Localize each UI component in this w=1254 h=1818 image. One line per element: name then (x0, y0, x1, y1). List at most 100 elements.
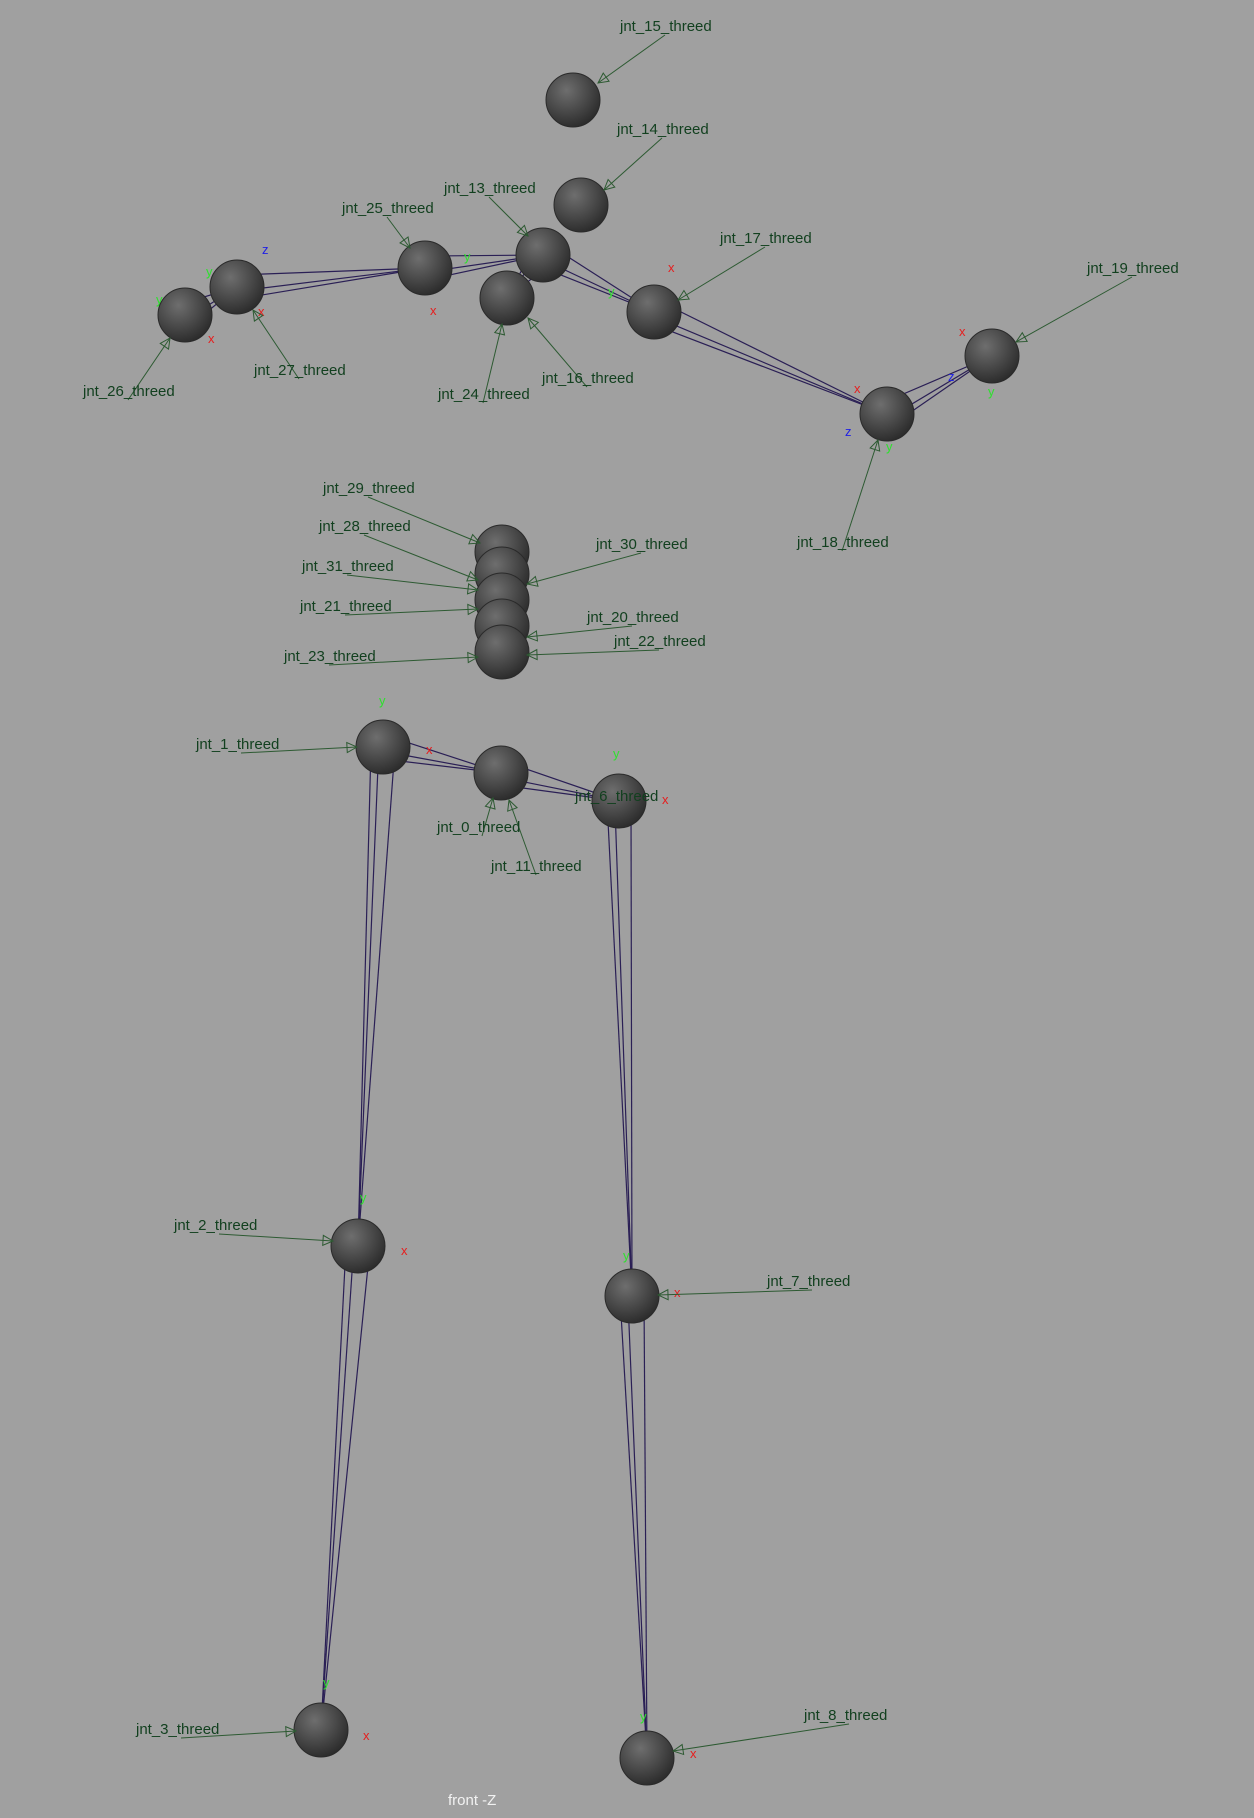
joint-sphere[interactable] (604, 1268, 660, 1324)
leader-arrowhead (484, 796, 496, 810)
leader-arrowhead (671, 1743, 685, 1756)
joint-sphere[interactable] (619, 1730, 675, 1786)
joint-sphere[interactable] (157, 287, 213, 343)
joint-sphere[interactable] (545, 72, 601, 128)
leader-arrowhead (399, 236, 411, 249)
leader-arrowhead (493, 322, 506, 336)
joint-label[interactable]: jnt_8_threed (803, 1707, 887, 1724)
joint-label[interactable]: jnt_24_threed (437, 386, 530, 403)
joint-sphere[interactable] (473, 745, 529, 801)
leader-arrowhead (285, 1725, 298, 1738)
axis-x-label: x (258, 304, 265, 319)
axis-x-label: x (959, 324, 966, 339)
bone (648, 300, 888, 415)
axis-x-label: x (854, 381, 861, 396)
bone (357, 746, 396, 1247)
joint-sphere[interactable] (515, 227, 571, 283)
joint-label[interactable]: jnt_30_threed (595, 536, 688, 553)
joint-sphere[interactable] (355, 719, 411, 775)
leader-line (597, 34, 666, 84)
joint-label[interactable]: jnt_20_threed (586, 609, 679, 626)
leader-line (488, 196, 529, 237)
leader-line (677, 246, 766, 301)
axis-x-label: x (668, 260, 675, 275)
leader-arrowhead (525, 575, 539, 587)
joint-sphere[interactable] (397, 240, 453, 296)
joint-label[interactable]: jnt_26_threed (82, 383, 175, 400)
joint-sphere[interactable] (330, 1218, 386, 1274)
joint-label[interactable]: jnt_11_threed (490, 858, 582, 875)
joint-label[interactable]: jnt_27_threed (253, 362, 346, 379)
leader-line (603, 137, 663, 191)
joint-label[interactable]: jnt_25_threed (341, 200, 434, 217)
joint-label[interactable]: jnt_21_threed (299, 598, 392, 615)
leaders-layer (127, 34, 1133, 1756)
leader-arrowhead (252, 309, 264, 322)
leader-arrowhead (1015, 331, 1028, 343)
leader-line (527, 317, 588, 388)
joint-label[interactable]: jnt_13_threed (443, 180, 536, 197)
leader-arrowhead (159, 337, 171, 350)
joints-layer (157, 72, 1020, 1786)
joint-label[interactable]: jnt_29_threed (322, 480, 415, 497)
leader-line (482, 323, 503, 404)
axis-y-label: y (379, 693, 386, 708)
leader-arrowhead (468, 533, 482, 545)
axis-y-label: y (323, 1675, 330, 1690)
joint-label[interactable]: jnt_3_threed (135, 1721, 219, 1738)
leader-line (508, 799, 537, 876)
axis-x-label: x (674, 1285, 681, 1300)
axis-z-label: z (845, 424, 852, 439)
camera-label: front -Z (448, 1792, 496, 1809)
joint-label[interactable]: jnt_15_threed (619, 18, 712, 35)
joint-label[interactable]: jnt_19_threed (1086, 260, 1179, 277)
leader-arrowhead (525, 630, 539, 642)
joint-label[interactable]: jnt_2_threed (173, 1217, 257, 1234)
joint-label[interactable]: jnt_18_threed (796, 534, 889, 551)
joint-sphere[interactable] (553, 177, 609, 233)
joint-label[interactable]: jnt_31_threed (301, 558, 394, 575)
leader-arrowhead (869, 438, 881, 452)
joint-sphere[interactable] (479, 270, 535, 326)
joint-sphere[interactable] (293, 1702, 349, 1758)
axis-x-label: x (690, 1746, 697, 1761)
leader-line (346, 574, 479, 591)
joint-sphere[interactable] (209, 259, 265, 315)
leader-arrowhead (677, 289, 690, 301)
joint-label[interactable]: jnt_23_threed (283, 648, 376, 665)
joint-label[interactable]: jnt_16_threed (541, 370, 634, 387)
joint-sphere[interactable] (626, 284, 682, 340)
axis-y-label: y (608, 284, 615, 299)
joint-sphere[interactable] (859, 386, 915, 442)
joint-label[interactable]: jnt_6_threed (574, 788, 658, 805)
axis-y-label: y (156, 292, 163, 307)
leader-line (481, 797, 494, 837)
bone (235, 267, 426, 300)
axis-z-label: z (262, 242, 269, 257)
leader-arrowhead (507, 798, 519, 812)
joint-sphere[interactable] (591, 773, 647, 829)
leader-arrowhead (525, 648, 538, 661)
joint-label[interactable]: jnt_1_threed (195, 736, 279, 753)
leader-line (363, 534, 479, 581)
leader-arrowhead (346, 741, 359, 754)
leader-arrowhead (516, 224, 529, 237)
leader-line (127, 337, 171, 401)
joint-sphere[interactable] (964, 328, 1020, 384)
joint-label[interactable]: jnt_14_threed (616, 121, 709, 138)
joint-label[interactable]: jnt_7_threed (766, 1273, 850, 1290)
leader-line (1015, 276, 1133, 343)
axis-y-label: y (360, 1190, 367, 1205)
leader-line (328, 656, 479, 666)
joint-label[interactable]: jnt_17_threed (719, 230, 812, 247)
leader-line (344, 608, 479, 616)
joint-label[interactable]: jnt_22_threed (613, 633, 706, 650)
leader-arrowhead (466, 583, 480, 595)
joint-sphere[interactable] (474, 624, 530, 680)
joint-label[interactable]: jnt_28_threed (318, 518, 411, 535)
leader-line (218, 1233, 334, 1242)
leader-line (252, 309, 300, 380)
joint-label[interactable]: jnt_0_threed (436, 819, 520, 836)
